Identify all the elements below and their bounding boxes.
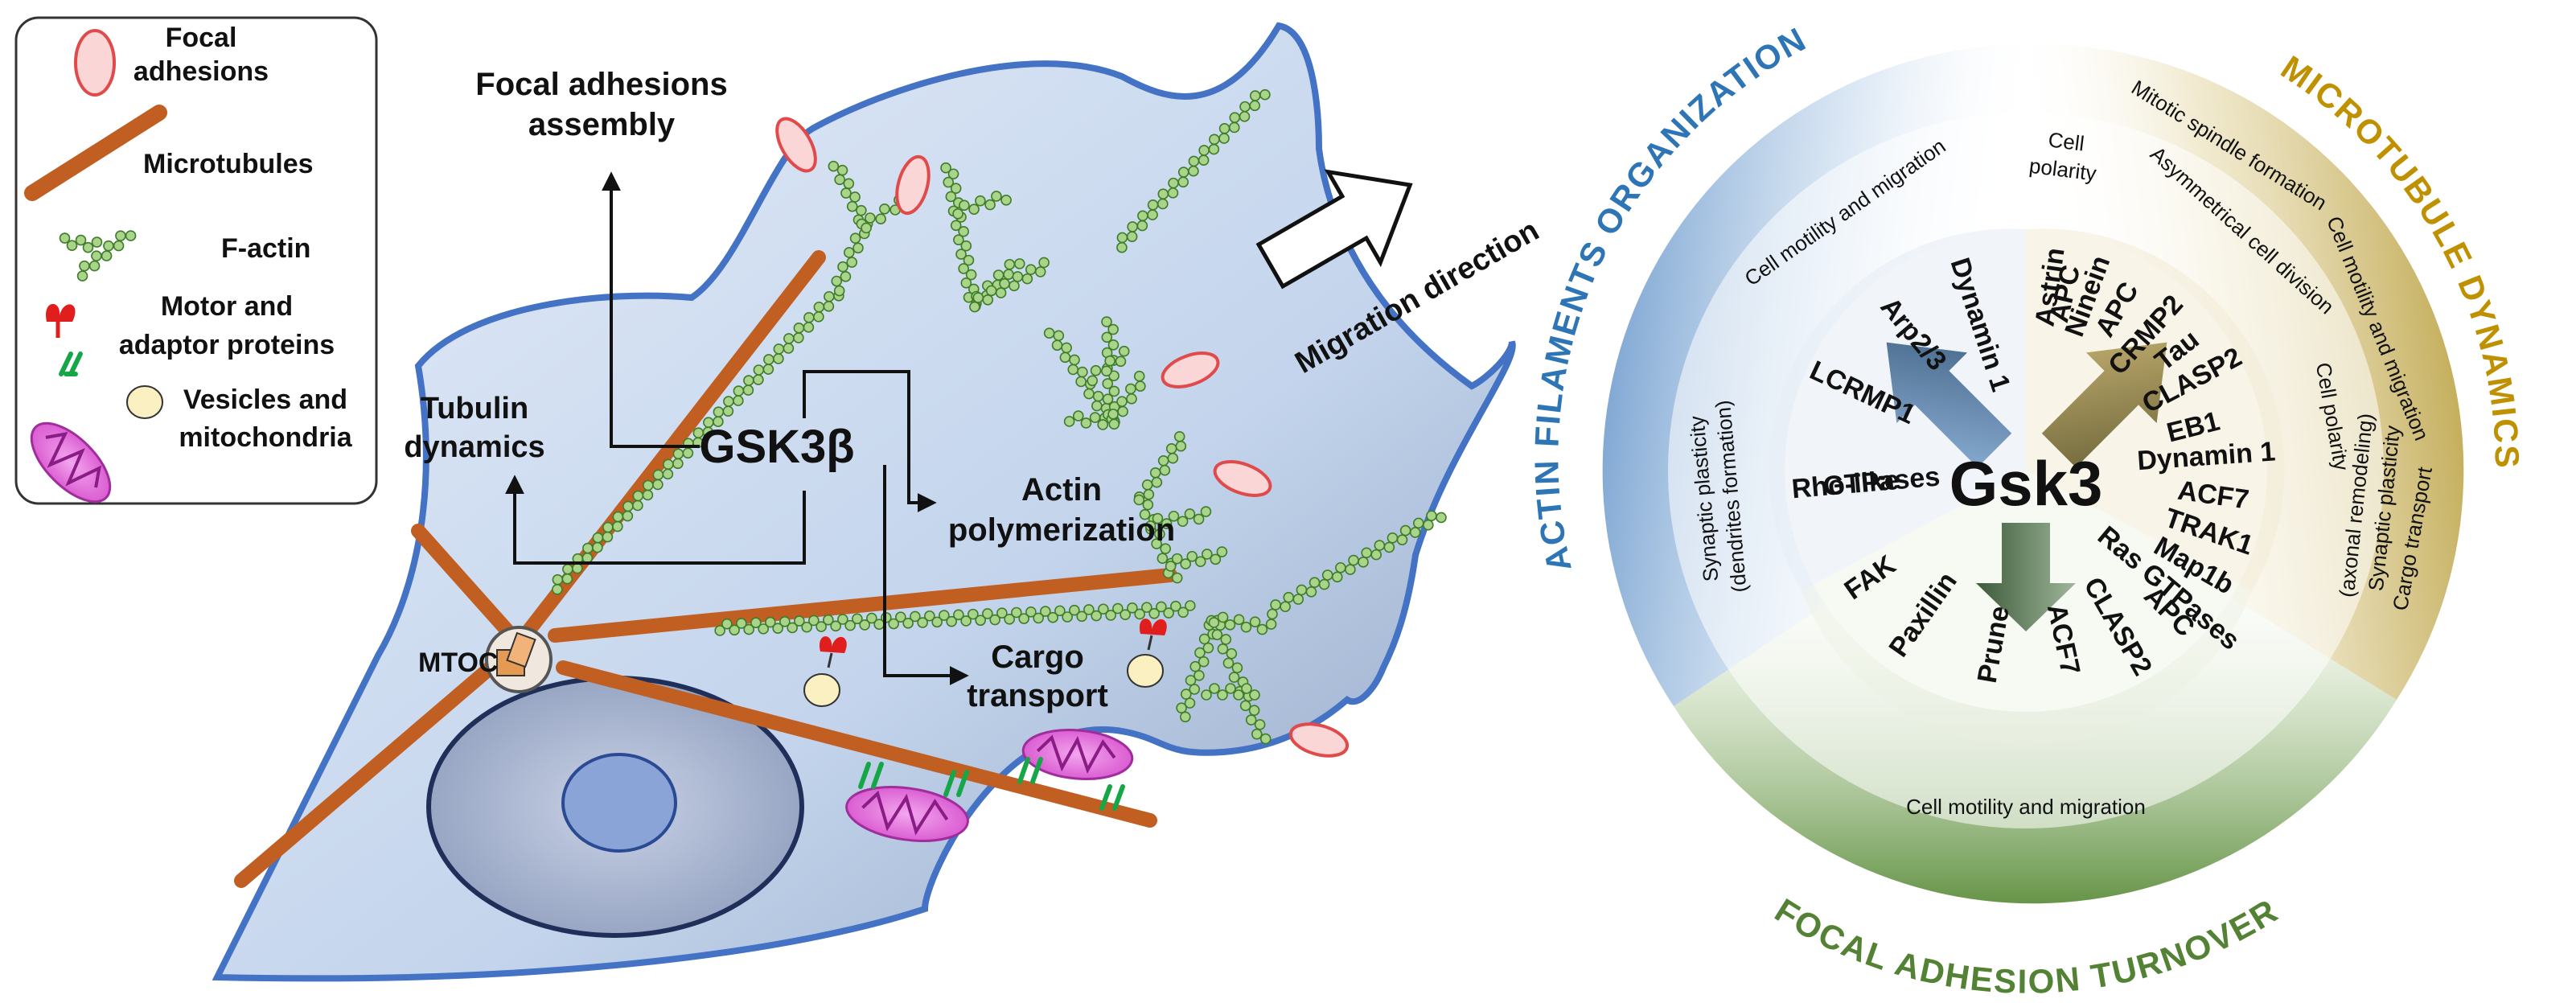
gsk3b-label: GSK3β: [699, 421, 854, 473]
tubulin-dynamics-line1: Tubulin: [421, 392, 528, 425]
mitochondrion-2: [1021, 729, 1134, 780]
arrow-to-microtubule-icon: [2041, 342, 2167, 468]
legend-microtubules: Microtubules: [143, 149, 314, 179]
actin-filament-10: [952, 191, 1012, 220]
legend-motor-line2: adaptor proteins: [119, 330, 335, 360]
focal-adhesion-3: [1161, 351, 1220, 388]
vesicle-legend-icon: [126, 385, 163, 419]
actin-filament-3: [1116, 88, 1271, 253]
microtubules: [234, 250, 1177, 888]
actin-filament-16: [1133, 430, 1187, 503]
cargo-transport-line1: Cargo: [991, 639, 1084, 675]
actin-filament-18: [1144, 506, 1212, 532]
migration-direction-arrow: [1255, 169, 1413, 290]
actin-filament-20: [1267, 510, 1447, 620]
legend-f-actin: F-actin: [221, 233, 310, 264]
cell-membrane: [212, 22, 1516, 982]
mitochondria-legend-icon: [30, 421, 112, 504]
actin-filament-7: [940, 162, 982, 310]
focal-adhesion-2: [895, 154, 931, 216]
focal-function-motility: Cell motility and migration: [1906, 795, 2146, 819]
legend-focal-line1: Focal: [166, 23, 237, 53]
actin-filament-5: [831, 218, 870, 297]
cell-panel: Focal adhesions Microtubules F-actin Mot…: [14, 16, 1545, 982]
pathway-arrows: [505, 171, 969, 685]
actin-filament-15: [1087, 345, 1130, 387]
focal-adhesion-5: [1288, 722, 1350, 758]
actin-function-cell-polarity-1: Cell: [2047, 127, 2085, 155]
focal-adhesions: [775, 117, 1350, 758]
legend-vesicles-line1: Vesicles and: [183, 384, 347, 415]
nucleolus: [561, 753, 677, 853]
adaptor-protein-legend-icon: [59, 351, 83, 376]
legend: Focal adhesions Microtubules F-actin Mot…: [14, 16, 378, 505]
actin-polymerization-line2: polymerization: [948, 512, 1175, 548]
actin-filament-2: [714, 600, 1196, 636]
sector-focal-title: FOCAL ADHESION TURNOVER: [1769, 891, 2285, 1001]
actin-legend-chain-2: [59, 232, 103, 253]
microtubule-legend-icon: [24, 105, 167, 201]
focal-adhesions-assembly-line1: Focal adhesions: [475, 67, 727, 102]
actin-filament-23: [1201, 683, 1260, 701]
vesicle-1: [803, 636, 847, 707]
actin-filament-9: [969, 257, 1050, 313]
legend-motor-line1: Motor and: [161, 291, 293, 322]
actin-filaments: [552, 88, 1447, 745]
actin-filament-19: [1165, 546, 1228, 572]
actin-legend-chain-1: [76, 230, 137, 282]
adaptor-proteins: [858, 757, 1125, 811]
actin-filament-24: [1208, 611, 1277, 635]
tubulin-dynamics-line2: dynamics: [404, 430, 544, 464]
actin-polymerization-line1: Actin: [1021, 472, 1102, 508]
gsk3-center-label: Gsk3: [1949, 448, 2103, 519]
focal-adhesion-4: [1213, 460, 1272, 497]
vesicle-2: [1127, 619, 1167, 688]
arrow-to-focal-icon: [1976, 523, 2076, 631]
actin-filament-14: [1107, 370, 1146, 430]
arrow-to-actin-icon: [1886, 342, 2012, 468]
focal-adhesion-1: [775, 117, 817, 173]
gsk3-wheel: Gsk3 ACTIN FILAMENTS ORGANIZATION MICROT…: [1527, 19, 2525, 1001]
focal-adhesion-legend-icon: [74, 29, 116, 97]
mtoc-label: MTOC: [418, 647, 498, 678]
focal-adhesions-assembly-line2: assembly: [528, 107, 676, 142]
legend-focal-line2: adhesions: [134, 56, 269, 87]
motor-protein-legend-icon: [46, 303, 76, 338]
mitochondrion-1: [845, 786, 969, 842]
actin-filament-1: [552, 290, 844, 595]
legend-vesicles-line2: mitochondria: [179, 422, 352, 453]
f-actin-legend-icon: [59, 230, 137, 282]
actin-filament-21: [1176, 615, 1223, 723]
cargo-transport-line2: transport: [967, 678, 1108, 713]
mtoc-icon: [485, 626, 553, 693]
